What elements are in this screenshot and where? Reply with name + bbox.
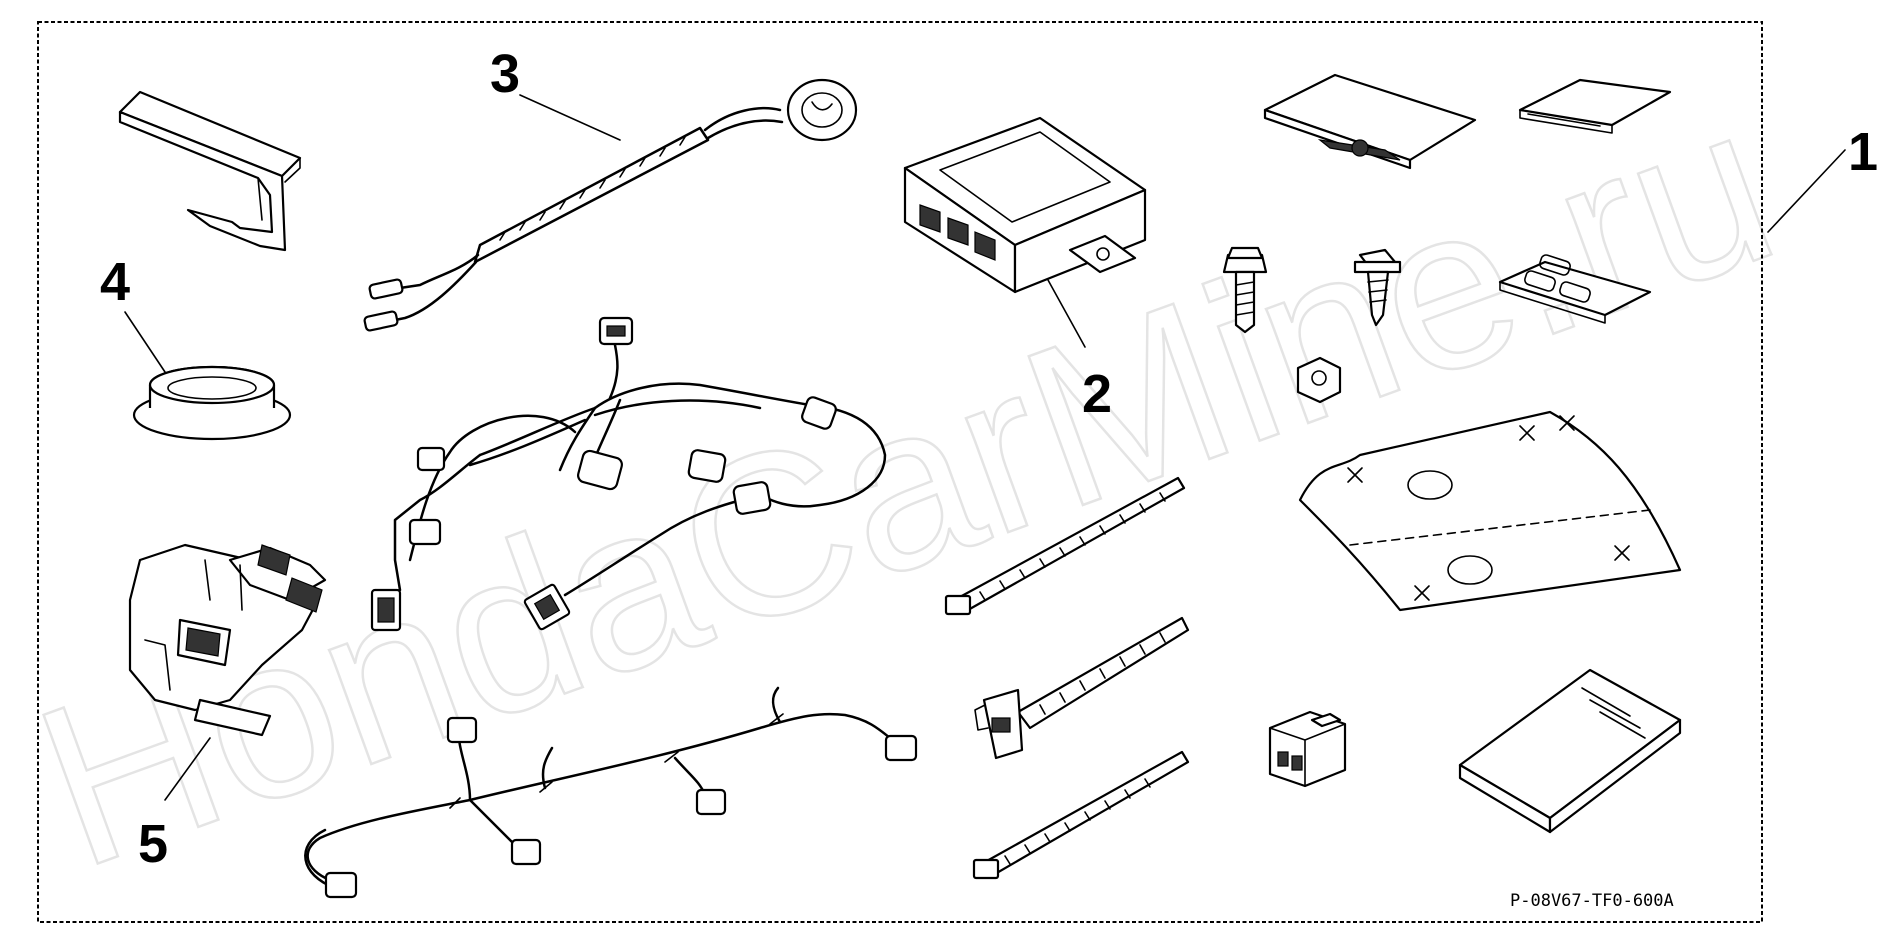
adhesive-pads bbox=[1263, 73, 1672, 170]
leader-line-5 bbox=[164, 737, 211, 801]
leader-lines bbox=[124, 94, 1846, 801]
leader-line-2 bbox=[1047, 279, 1086, 348]
callout-2: 2 bbox=[1082, 364, 1112, 424]
callout-4: 4 bbox=[100, 252, 130, 312]
leader-line-1 bbox=[1767, 149, 1846, 233]
bolts-and-screws bbox=[1222, 246, 1402, 404]
callout-5: 5 bbox=[138, 814, 168, 874]
drawing-code: P-08V67-TF0-600A bbox=[1510, 891, 1674, 911]
wire-harness-main bbox=[370, 316, 887, 632]
template-sheet bbox=[1298, 410, 1682, 612]
leader-line-4 bbox=[124, 311, 166, 373]
foam-pad bbox=[1498, 254, 1652, 324]
mounting-bracket bbox=[118, 90, 302, 252]
cable-tie-2 bbox=[974, 616, 1190, 760]
sensor-unit bbox=[128, 543, 327, 737]
callout-3: 3 bbox=[490, 44, 520, 104]
control-unit bbox=[903, 116, 1147, 294]
callout-1: 1 bbox=[1848, 122, 1878, 182]
wire-harness-lower bbox=[304, 686, 918, 899]
leader-line-3 bbox=[519, 94, 621, 141]
antenna-cable bbox=[363, 78, 858, 332]
diagram-frame bbox=[37, 21, 1763, 923]
grommet bbox=[132, 365, 292, 441]
cable-tie-3 bbox=[972, 750, 1190, 880]
cable-tie-1 bbox=[944, 476, 1186, 616]
instruction-manual bbox=[1458, 668, 1682, 834]
small-connector bbox=[1268, 710, 1347, 788]
